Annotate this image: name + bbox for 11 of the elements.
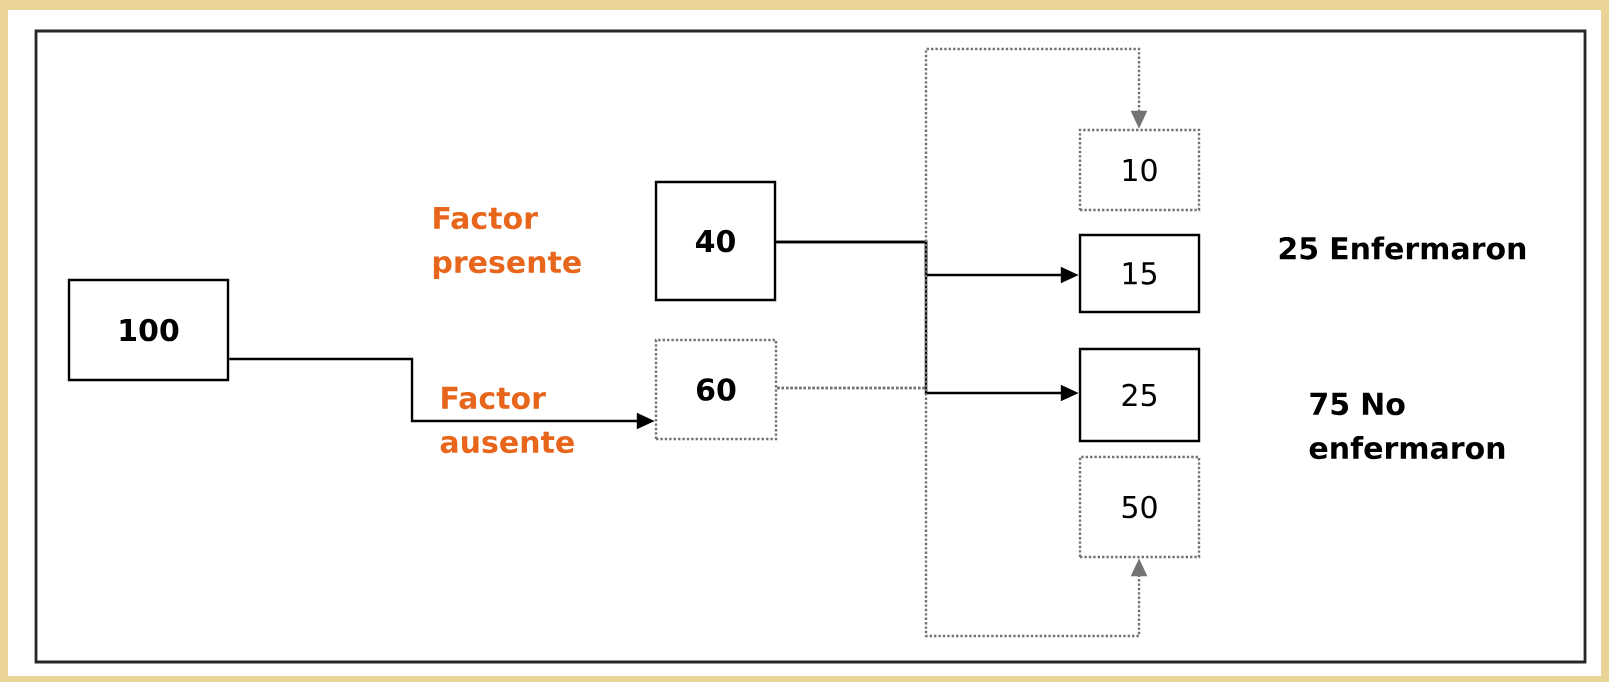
number-box: 10 [1078, 128, 1201, 212]
number-box: 40 [654, 180, 777, 302]
number-box: 25 [1078, 347, 1201, 443]
factor-label: Factor ausente [440, 386, 574, 454]
number-box: 100 [67, 278, 230, 382]
factor-label: Factor presente [433, 206, 581, 280]
outcome-label: 75 No enfermaron [1309, 392, 1505, 460]
number-box: 60 [654, 338, 778, 441]
number-box: 15 [1078, 233, 1201, 314]
outcome-label: 25 Enfermaron [1279, 236, 1526, 260]
number-box: 50 [1078, 455, 1201, 559]
